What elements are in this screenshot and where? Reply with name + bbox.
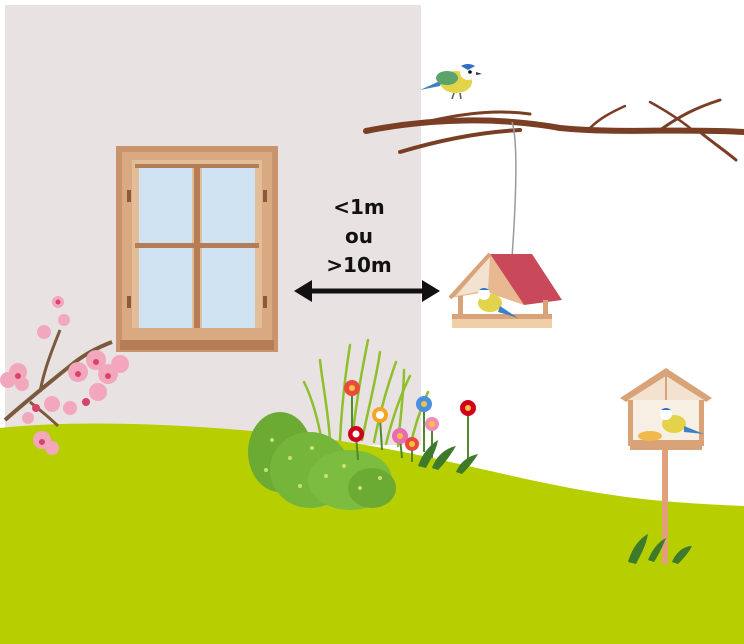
distance-label-line-3: >10m xyxy=(300,251,418,280)
distance-label-line-1: <1m xyxy=(300,193,418,222)
hanging-bird-feeder-icon xyxy=(450,254,562,328)
window-icon xyxy=(116,146,278,352)
blue-tit-icon xyxy=(420,64,482,99)
distance-label: <1m ou >10m xyxy=(300,193,418,280)
tree-branch-icon xyxy=(366,100,744,160)
distance-label-line-2: ou xyxy=(300,222,418,251)
feeder-wire xyxy=(512,122,516,258)
